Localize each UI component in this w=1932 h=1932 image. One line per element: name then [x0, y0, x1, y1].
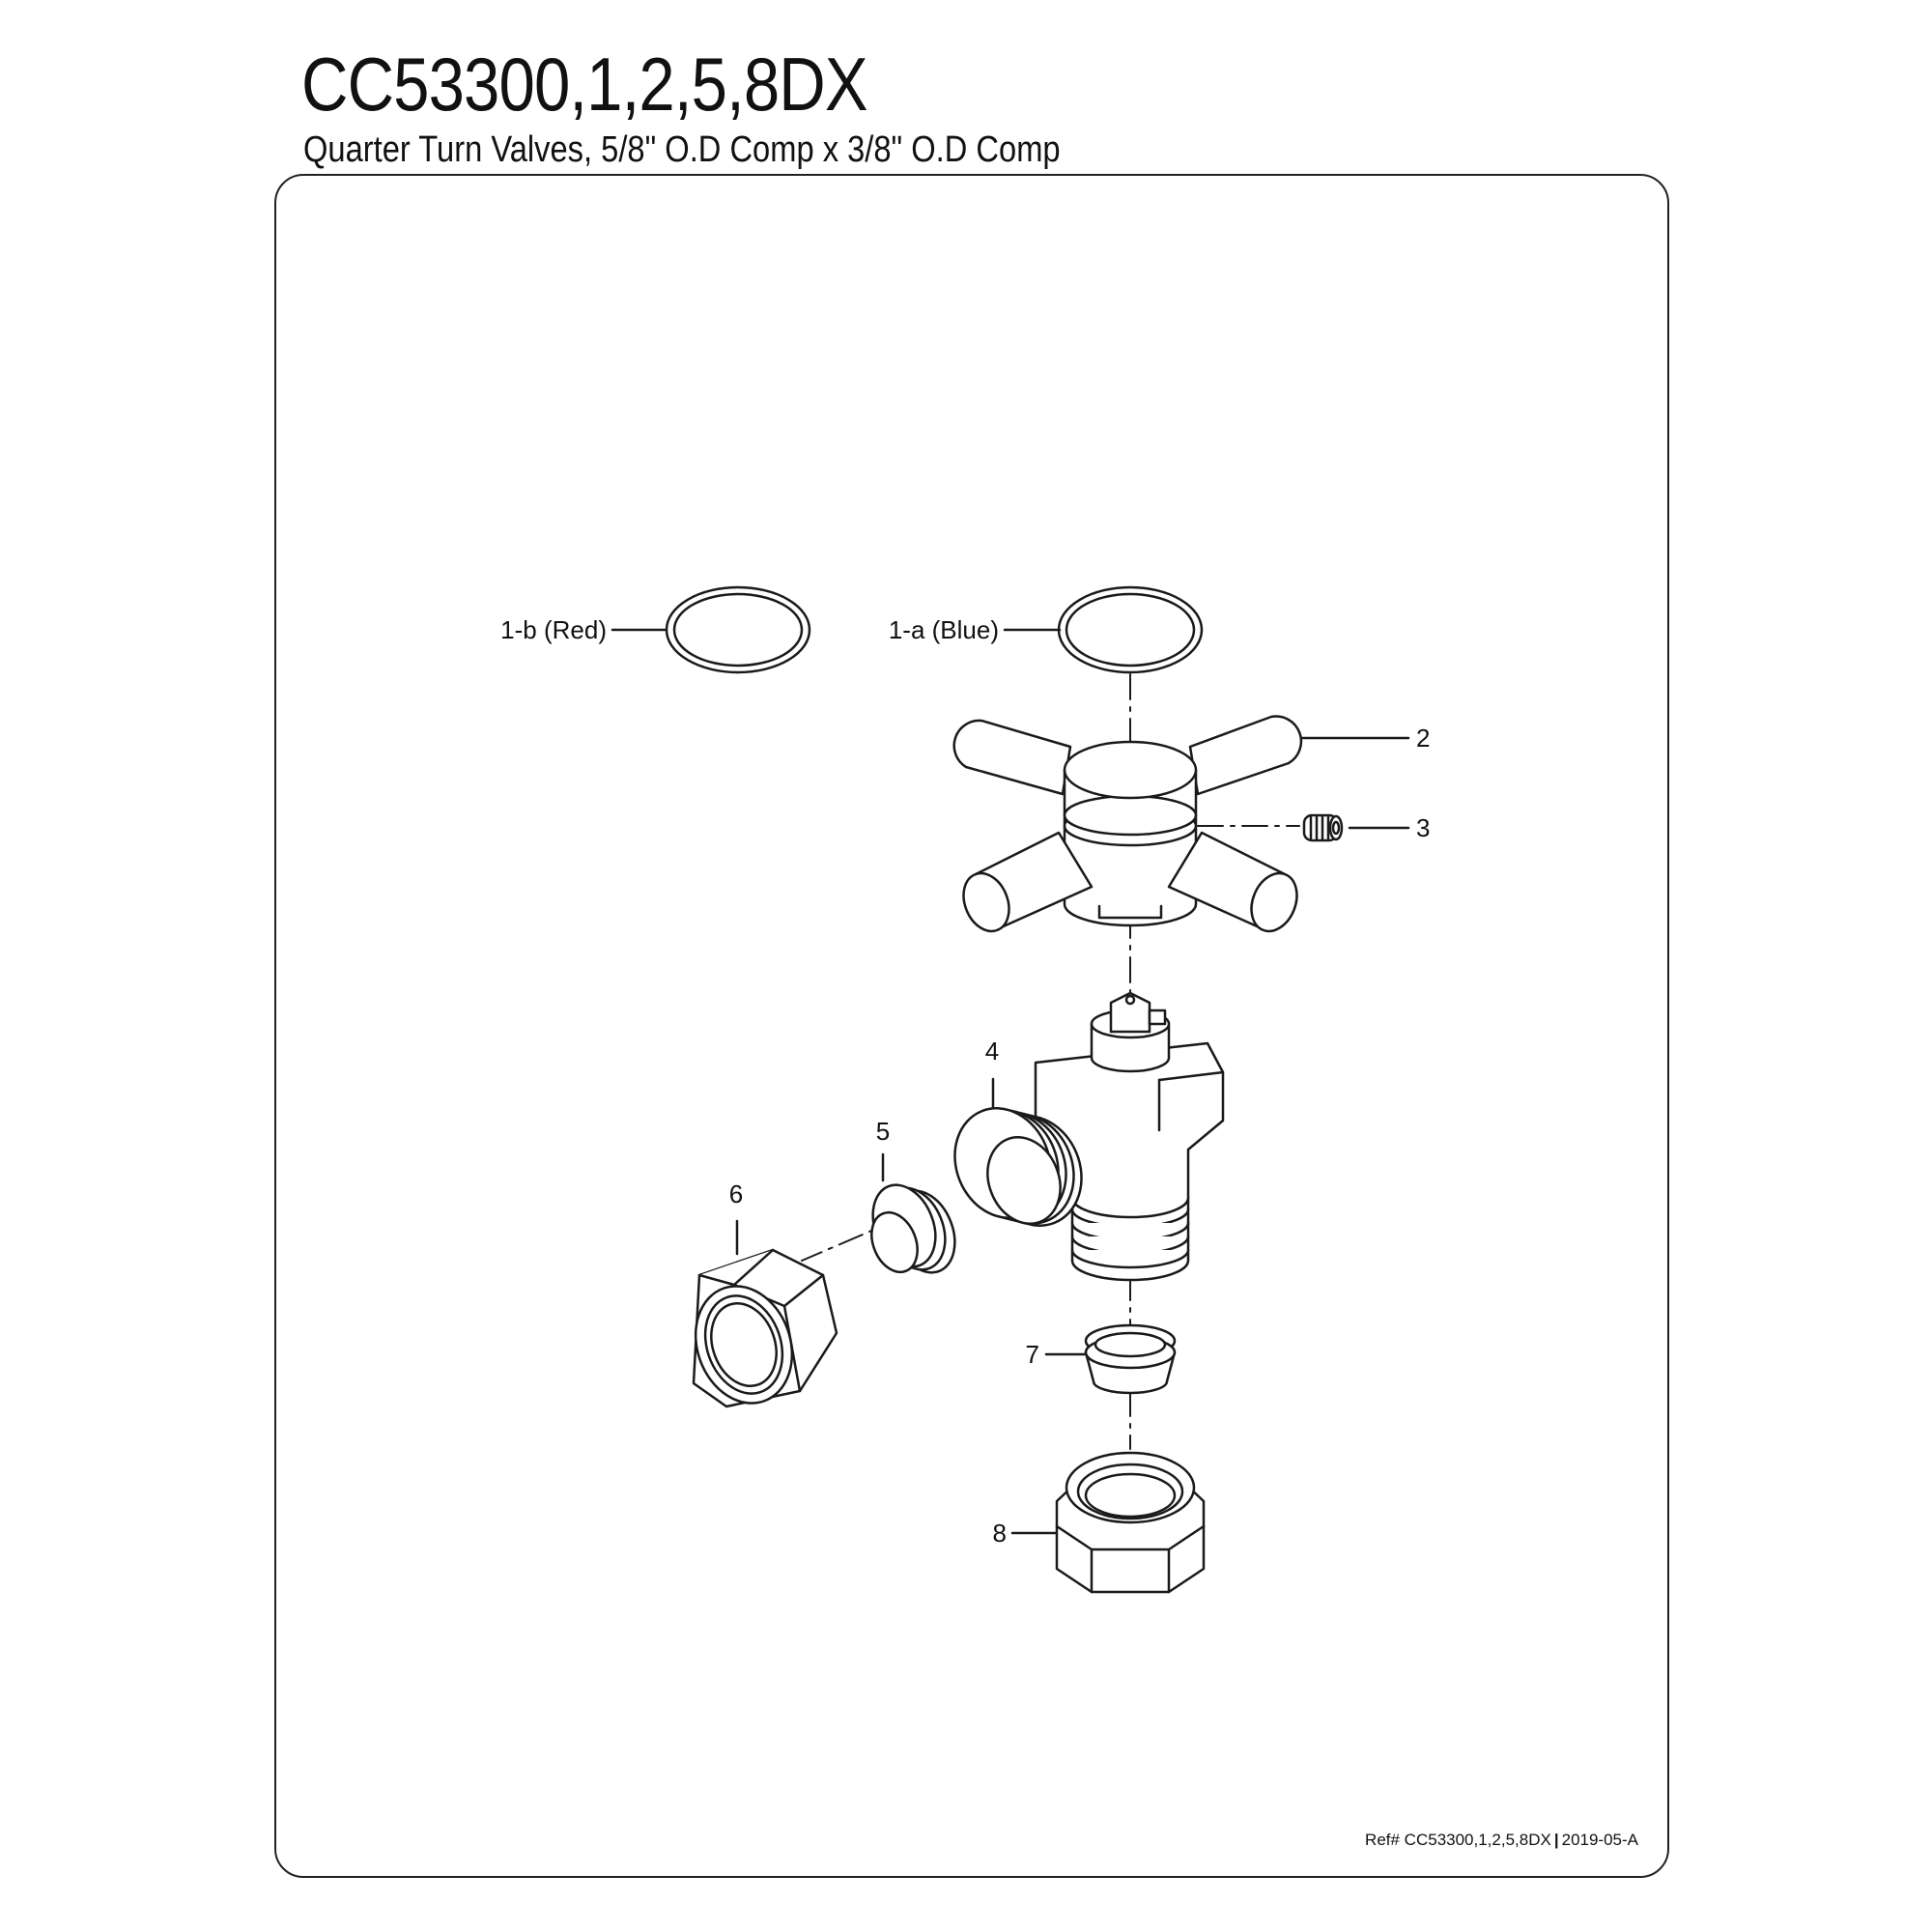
page-subtitle: Quarter Turn Valves, 5/8" O.D Comp x 3/8… — [303, 129, 1061, 170]
part-labels: 1-b (Red) 1-a (Blue) 2 3 4 5 6 7 8 — [500, 615, 1430, 1548]
cross-handle — [952, 715, 1303, 933]
valve-body — [953, 991, 1225, 1282]
label-part-3: 3 — [1416, 813, 1430, 842]
reference-separator: | — [1553, 1831, 1559, 1849]
compression-nut-bottom — [1055, 1451, 1206, 1594]
compression-nut-side — [692, 1248, 838, 1408]
label-part-1a: 1-a (Blue) — [889, 615, 999, 644]
set-screw — [1302, 813, 1344, 842]
reference-footer: Ref# CC53300,1,2,5,8DX|2019-05-A — [1365, 1831, 1638, 1850]
label-part-2: 2 — [1416, 724, 1430, 753]
label-part-5: 5 — [876, 1117, 890, 1146]
index-ring-red — [665, 585, 811, 674]
label-part-8: 8 — [993, 1519, 1007, 1548]
leader-lines — [611, 628, 1410, 1535]
index-ring-blue — [1057, 585, 1204, 674]
revision-code: 2019-05-A — [1561, 1831, 1638, 1849]
label-part-6: 6 — [729, 1179, 743, 1208]
label-part-1b: 1-b (Red) — [500, 615, 607, 644]
diagram-frame — [274, 174, 1669, 1878]
ferrule-bottom — [1084, 1323, 1177, 1395]
label-part-7: 7 — [1026, 1340, 1039, 1369]
label-part-4: 4 — [985, 1037, 999, 1065]
center-lines — [801, 673, 1300, 1450]
ferrule-side — [870, 1183, 956, 1274]
reference-number: Ref# CC53300,1,2,5,8DX — [1365, 1831, 1551, 1849]
page-title: CC53300,1,2,5,8DX — [301, 42, 868, 127]
